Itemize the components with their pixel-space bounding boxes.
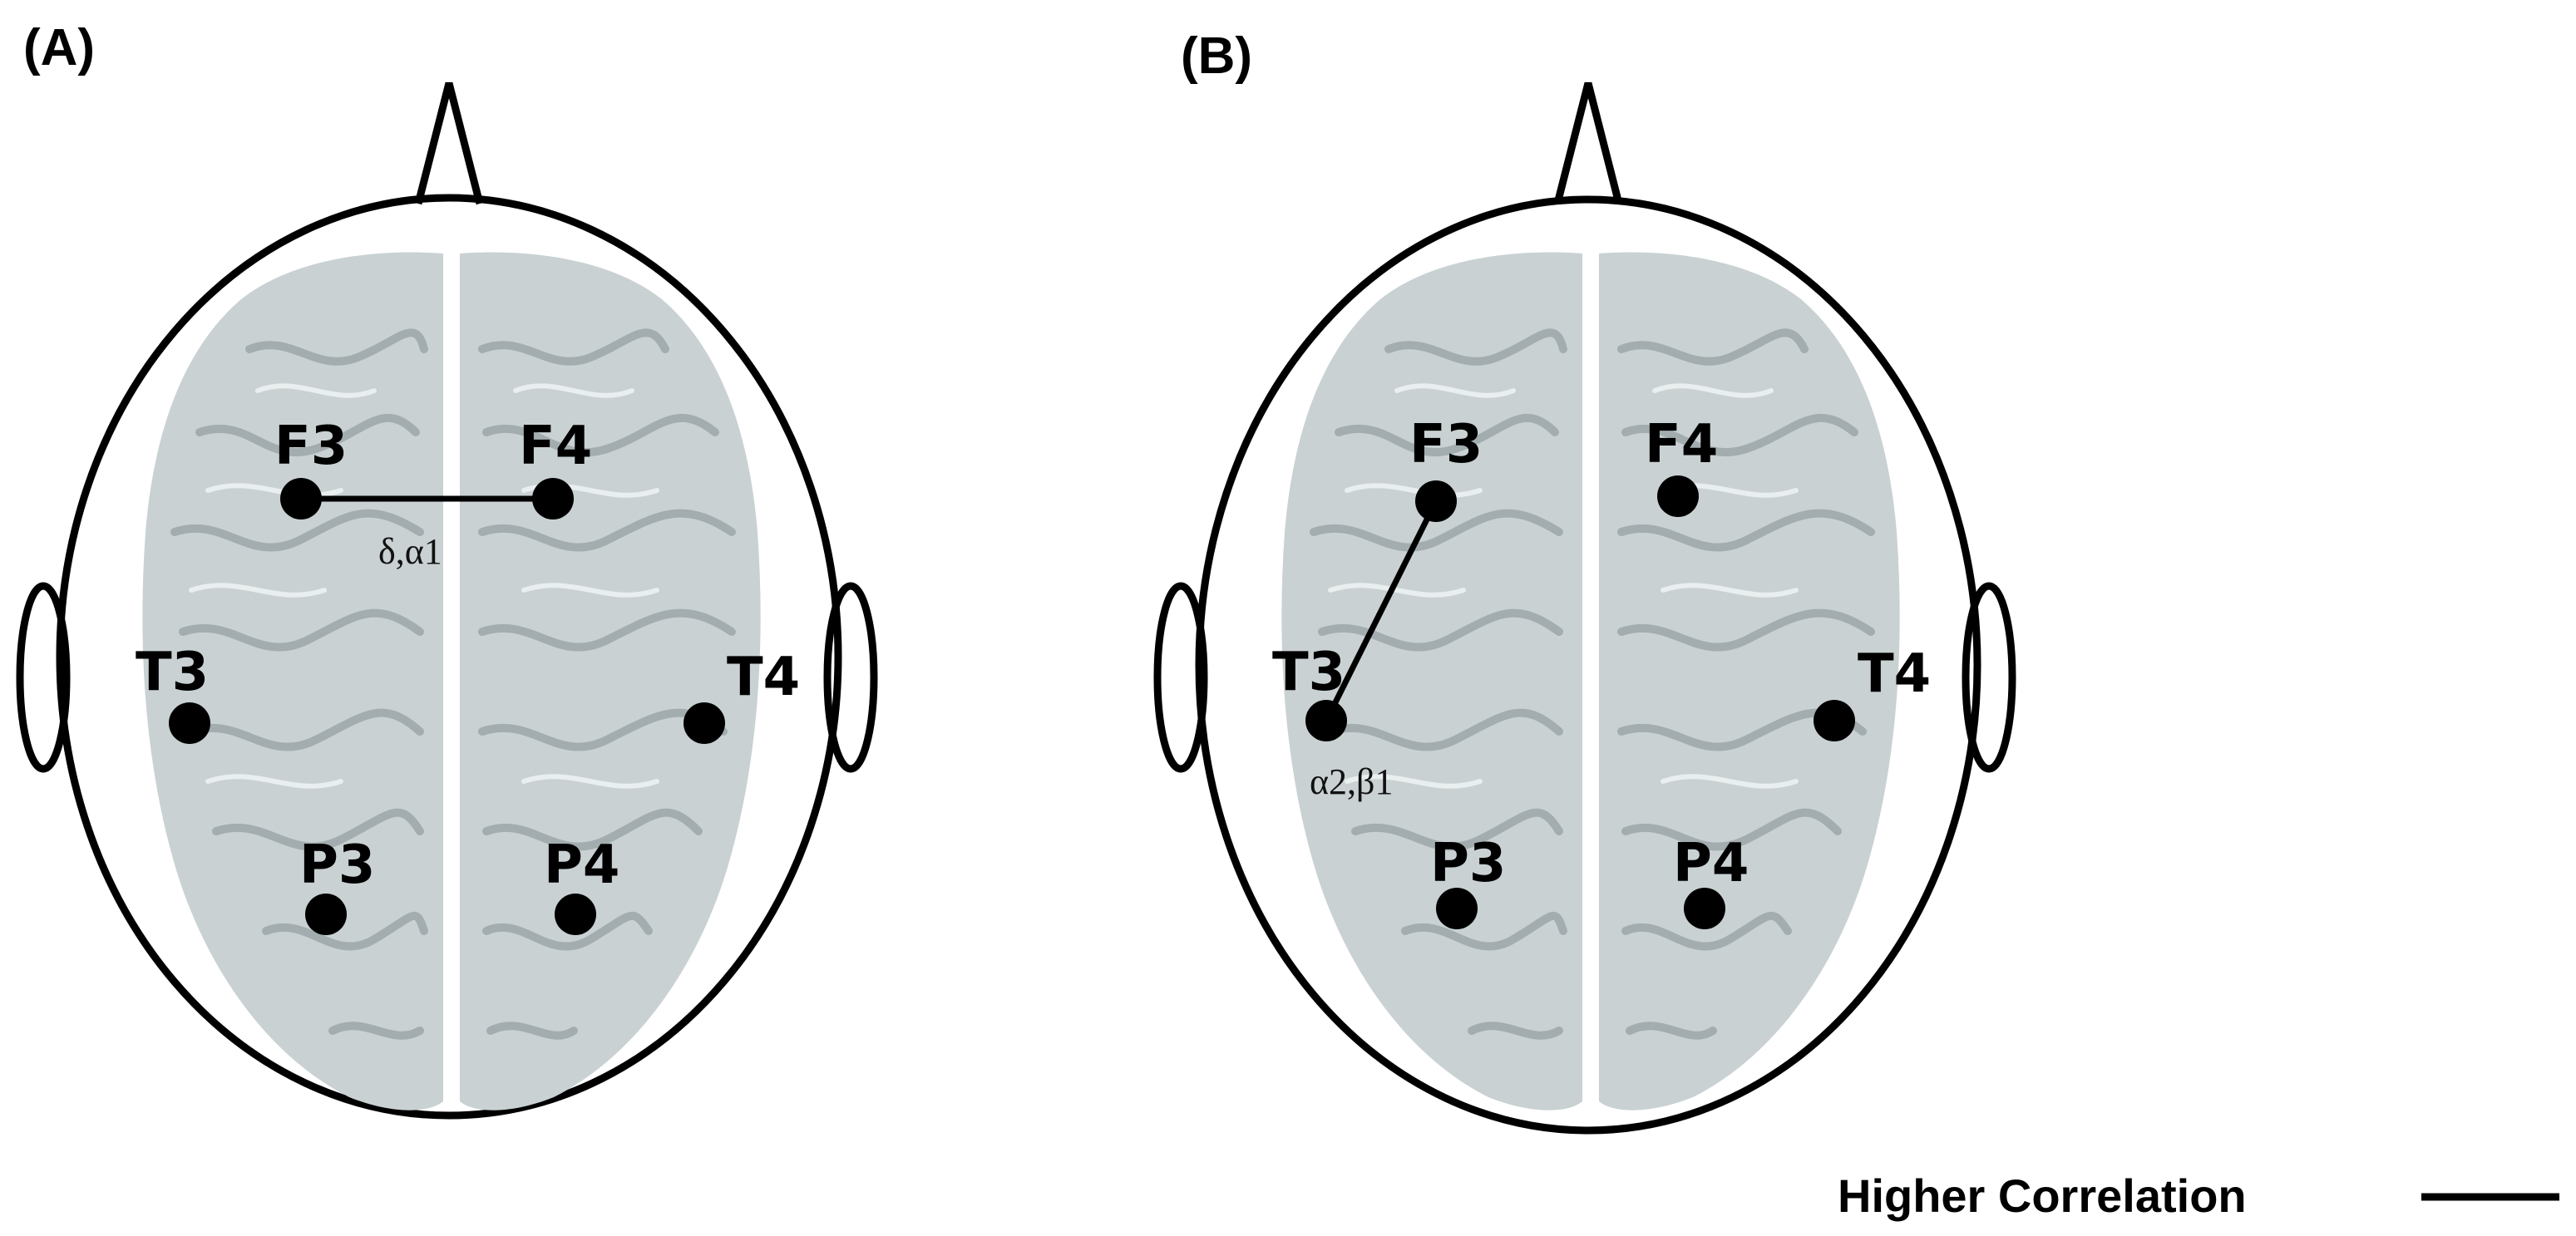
electrode-t3 [169, 702, 210, 744]
electrodes [1305, 475, 1855, 929]
right-ear-icon [1962, 582, 2016, 773]
electrode-p4 [555, 894, 596, 935]
electrode-label-p3: P3 [1430, 833, 1506, 894]
band-label-a: δ,α1 [378, 531, 442, 572]
electrode-p4 [1684, 888, 1725, 929]
electrode-label-t4: T4 [727, 647, 800, 708]
electrode-t4 [683, 702, 725, 744]
electrode-f4 [532, 478, 574, 520]
electrode-labels: F3 F4 T3 T4 P3 P4 [136, 416, 800, 896]
panel-b-letter: (B) [1181, 27, 1252, 85]
legend: Higher Correlation [1838, 1170, 2559, 1222]
electrode-labels: F3 F4 T3 T4 P3 P4 [1272, 414, 1931, 894]
electrode-f4 [1657, 475, 1699, 517]
electrode-t3 [1305, 700, 1347, 741]
electrode-label-t4: T4 [1858, 643, 1931, 705]
electrode-label-p3: P3 [299, 835, 375, 896]
electrode-t4 [1814, 700, 1855, 741]
head-outline [16, 81, 878, 1120]
electrode-label-p4: P4 [544, 835, 619, 896]
brain-image [142, 252, 761, 1110]
electrode-f3 [1415, 480, 1457, 522]
connection-lines [1323, 500, 1439, 722]
panel-a: (A) [16, 19, 878, 1120]
electrode-label-f3: F3 [274, 416, 348, 477]
electrodes [169, 478, 725, 935]
panel-b: (B) [1153, 27, 2016, 1135]
nose-icon [414, 81, 484, 205]
nose-icon [1553, 81, 1623, 205]
panel-a-letter: (A) [23, 19, 95, 76]
brain-image [1281, 252, 1900, 1110]
electrode-label-t3: T3 [1272, 642, 1345, 703]
electrode-label-t3: T3 [136, 642, 209, 703]
electrode-label-f4: F4 [519, 416, 592, 477]
electrode-p3 [305, 894, 347, 935]
electrode-label-f3: F3 [1409, 414, 1483, 475]
head-outline [1153, 81, 2016, 1135]
electrode-label-p4: P4 [1673, 833, 1749, 894]
left-ear-icon [1153, 582, 1208, 773]
band-label-b: α2,β1 [1310, 761, 1393, 802]
connection-line-f3-t3 [1323, 500, 1439, 722]
electrode-f3 [280, 478, 322, 520]
legend-label: Higher Correlation [1838, 1170, 2247, 1222]
right-ear-icon [823, 582, 878, 773]
electrode-p3 [1436, 888, 1478, 929]
electrode-label-f4: F4 [1645, 414, 1718, 475]
left-ear-icon [16, 582, 71, 773]
